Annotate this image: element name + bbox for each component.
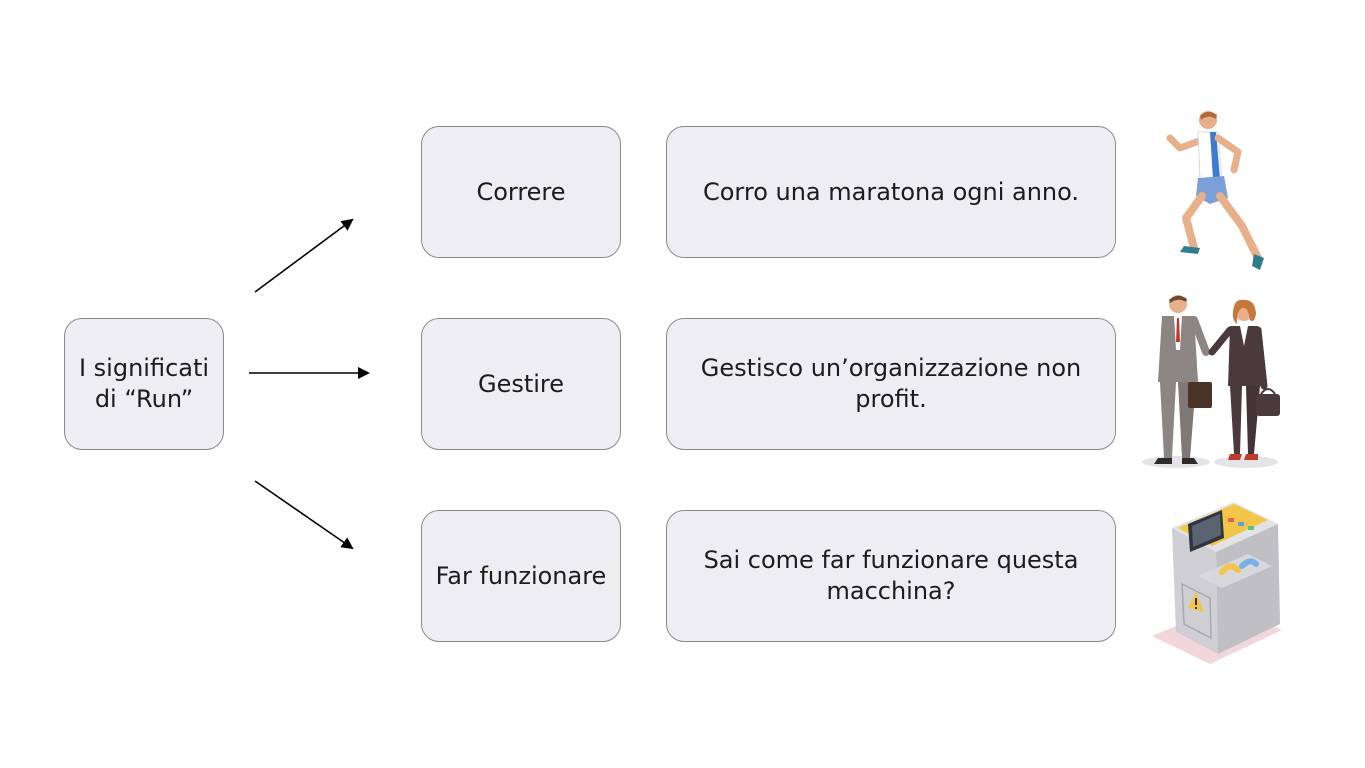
term-label: Far funzionare <box>435 561 607 590</box>
term-label: Correre <box>476 177 566 206</box>
runner-icon <box>1166 111 1264 270</box>
example-label: Sai come far funzionare questa macchina? <box>703 546 1079 605</box>
business-people-icon <box>1142 295 1280 468</box>
machine-icon <box>1152 502 1282 664</box>
example-node-2: Gestisco un’organizzazione non profit. <box>666 318 1116 450</box>
root-node: I significati di “Run” <box>64 318 224 450</box>
arrow-up <box>254 218 354 293</box>
root-label: I significati di “Run” <box>78 354 210 413</box>
arrow-down <box>254 480 354 550</box>
example-node-1: Corro una maratona ogni anno. <box>666 126 1116 258</box>
term-label: Gestire <box>477 369 565 398</box>
term-node-correre: Correre <box>421 126 621 258</box>
term-node-gestire: Gestire <box>421 318 621 450</box>
example-label: Gestisco un’organizzazione non profit. <box>700 354 1082 413</box>
term-node-far-funzionare: Far funzionare <box>421 510 621 642</box>
example-node-3: Sai come far funzionare questa macchina? <box>666 510 1116 642</box>
example-label: Corro una maratona ogni anno. <box>702 177 1080 206</box>
